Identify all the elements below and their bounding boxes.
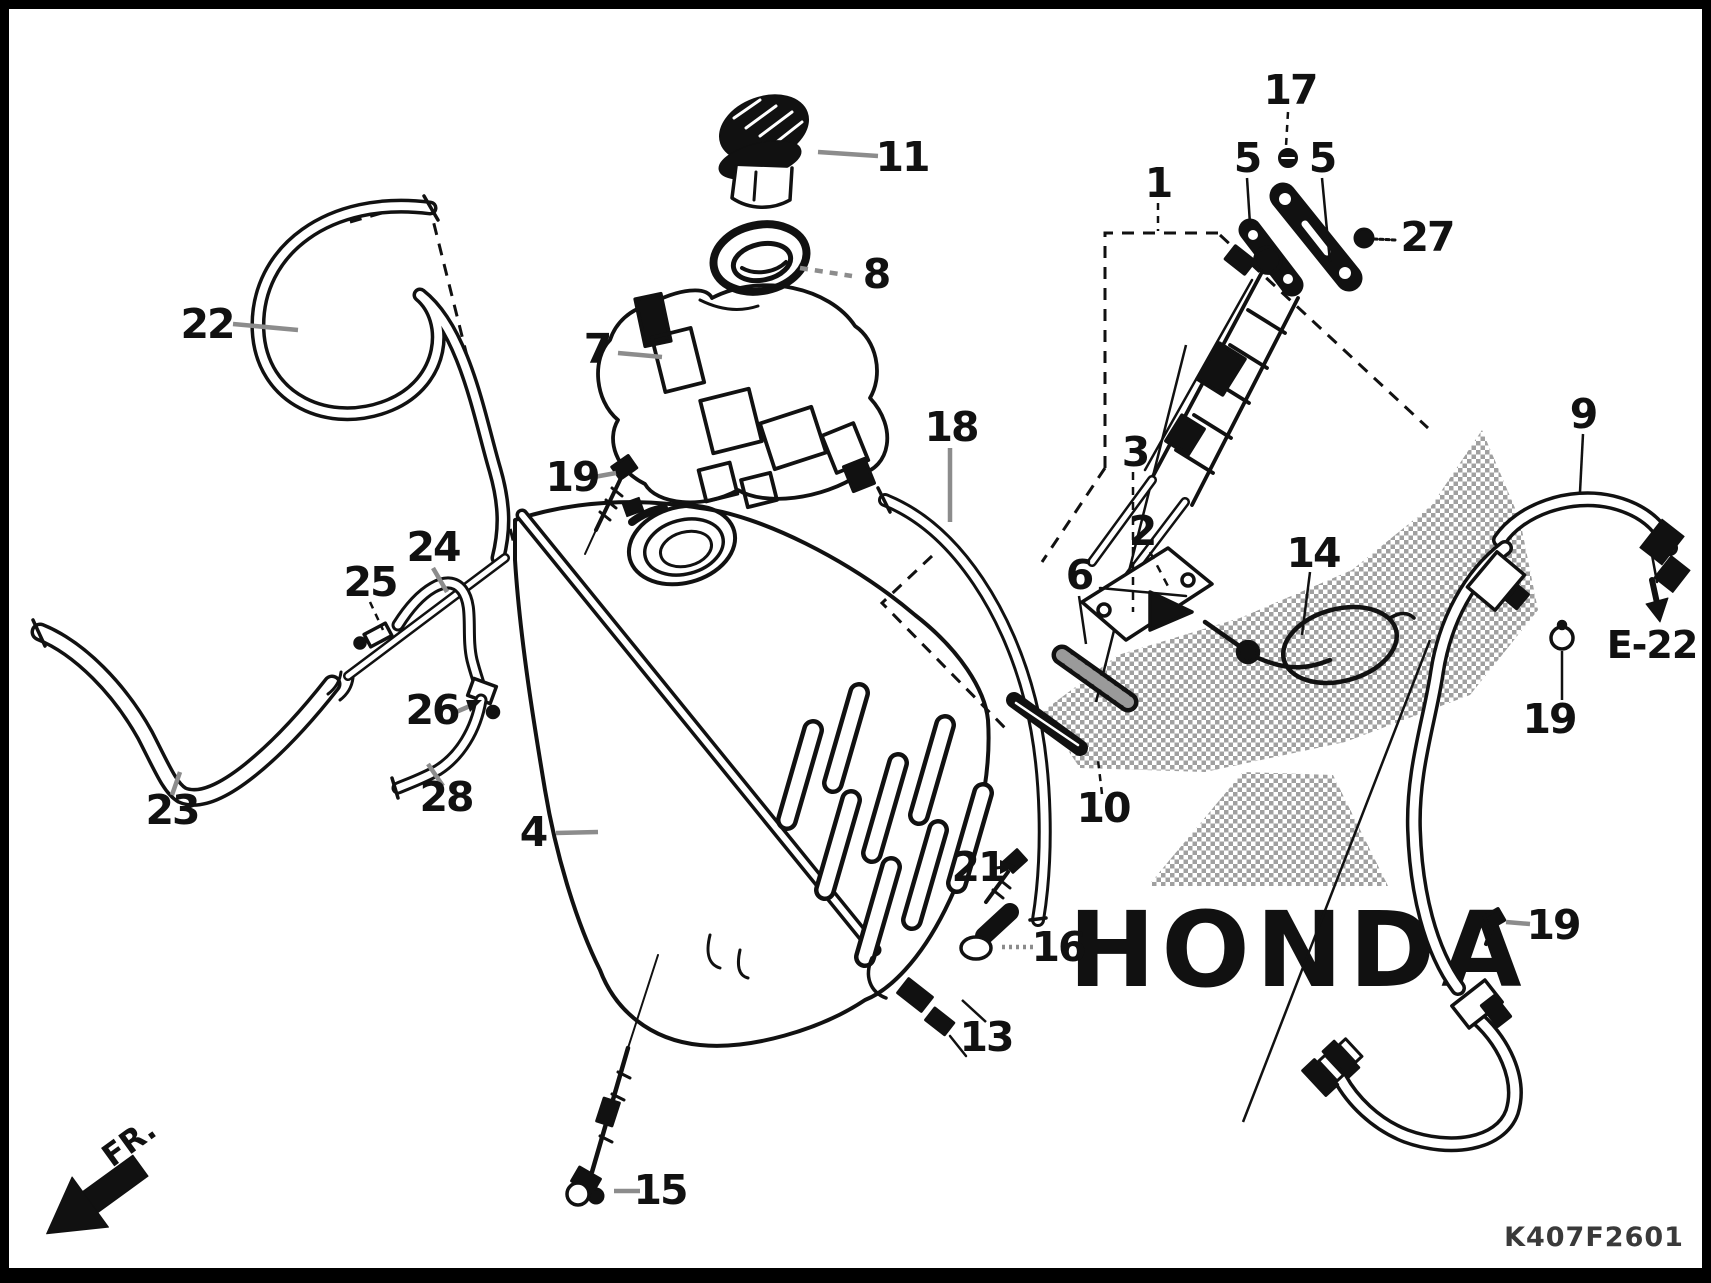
panel-line <box>1241 639 1432 1123</box>
line-art <box>30 94 1691 1235</box>
e22-arrow <box>1645 577 1669 623</box>
leader-25 <box>368 601 385 631</box>
callout-19-upper: 19 <box>1522 695 1575 743</box>
callout-3: 3 <box>1122 428 1149 476</box>
callout-9: 9 <box>1570 390 1597 438</box>
leader-7 <box>617 350 663 360</box>
tank-locator-dashes <box>879 554 1010 733</box>
setting-plate-5-right <box>1269 182 1363 292</box>
leader-4 <box>555 829 599 836</box>
callout-25: 25 <box>343 558 396 606</box>
pump-dashed-box <box>1103 231 1220 468</box>
callout-26: 26 <box>405 686 459 734</box>
honda-wing-mark-lower <box>1148 772 1388 886</box>
callout-6: 6 <box>1066 551 1093 599</box>
callout-19-left: 19 <box>545 453 598 501</box>
callout-10: 10 <box>1076 784 1130 832</box>
leader-19-right-lower <box>1505 919 1531 927</box>
callout-23: 23 <box>145 786 198 834</box>
fuel-feed-hose-9 <box>1301 491 1691 1153</box>
callout-5-left: 5 <box>1234 134 1261 182</box>
leader-26 <box>455 700 482 715</box>
callout-8: 8 <box>863 250 890 298</box>
leader-lines <box>169 111 1585 1194</box>
honda-watermark: HONDA <box>1042 430 1538 1011</box>
oring-10 <box>1006 692 1088 756</box>
breather-hose-22 <box>250 194 511 566</box>
callout-21: 21 <box>951 843 1004 891</box>
leader-17 <box>1284 111 1290 147</box>
quick-connector <box>1301 1037 1364 1097</box>
body-panel-lines <box>1094 344 1432 1123</box>
leader-6 <box>1077 595 1088 645</box>
washer-16 <box>959 935 993 961</box>
callout-15: 15 <box>633 1166 686 1214</box>
pump-dashed-corner <box>1040 467 1107 563</box>
fitting-25 <box>353 621 394 650</box>
callout-14: 14 <box>1286 529 1340 577</box>
grommet <box>975 903 1019 945</box>
callout-22: 22 <box>180 300 233 348</box>
leader-5-right <box>1320 177 1332 263</box>
breather-tube-18 <box>876 486 1052 927</box>
callout-27: 27 <box>1400 213 1453 261</box>
callout-13: 13 <box>959 1013 1012 1061</box>
callout-labels: 1 2 3 4 5 5 6 7 8 9 10 11 13 14 15 16 17… <box>145 66 1598 1214</box>
pump-dashed-diagonal <box>1218 233 1430 430</box>
honda-wing-mark <box>1042 430 1538 772</box>
hose-24 <box>391 576 488 697</box>
leader-21 <box>995 860 1016 874</box>
screw-27 <box>1353 227 1398 249</box>
callout-16: 16 <box>1031 923 1085 971</box>
callout-1: 1 <box>1145 159 1172 207</box>
tube-to-tank <box>343 553 510 681</box>
drain-hose-23 <box>30 618 355 807</box>
callout-19-lower: 19 <box>1526 901 1579 949</box>
e22-ref-label: E-22 <box>1607 623 1698 667</box>
leader-13 <box>961 999 987 1023</box>
bolt-15 <box>565 954 659 1207</box>
leader-5-left <box>1245 177 1252 225</box>
hose-clamp-upper <box>1465 550 1575 651</box>
callout-2: 2 <box>1129 507 1156 555</box>
fastener-13 <box>866 956 968 1058</box>
filler-seal-8 <box>709 220 811 296</box>
fuel-level-float-14 <box>1202 604 1416 686</box>
callout-7: 7 <box>584 325 611 373</box>
callout-18: 18 <box>924 403 977 451</box>
screw-17 <box>1278 148 1298 168</box>
leader-28 <box>426 762 445 788</box>
leader-9 <box>1578 433 1585 493</box>
callout-11: 11 <box>875 133 928 181</box>
leader-22 <box>232 321 299 333</box>
callout-28: 28 <box>419 773 472 821</box>
fuel-pump-assembly-1 <box>1006 148 1416 756</box>
pump-flange <box>1080 546 1214 642</box>
leader-10 <box>1096 759 1104 795</box>
leader-24 <box>431 566 449 594</box>
tank-slots <box>776 682 994 968</box>
leader-19-left <box>593 470 617 480</box>
leader-23 <box>169 771 183 796</box>
fr-arrow <box>46 1154 149 1235</box>
callout-4: 4 <box>520 808 547 856</box>
leader-14 <box>1300 571 1312 636</box>
fuel-tank-4 <box>513 496 994 1048</box>
callout-17: 17 <box>1263 66 1316 114</box>
hose-clamp-lower <box>1450 907 1513 1030</box>
hose-end-connector <box>1639 518 1691 593</box>
pump-body <box>1143 244 1300 507</box>
callout-5-right: 5 <box>1309 134 1336 182</box>
page-border-bottom <box>0 1268 1711 1283</box>
leader-2 <box>1148 551 1172 591</box>
callout-24: 24 <box>406 523 460 571</box>
diagram-code: K407F2601 <box>1504 1222 1684 1253</box>
gasket-6 <box>1051 644 1139 713</box>
fuel-cap-11 <box>718 94 810 209</box>
leader-11 <box>817 149 879 159</box>
pump-tray-7 <box>596 283 890 510</box>
hose-28 <box>390 693 488 800</box>
panel-line <box>1094 344 1188 703</box>
